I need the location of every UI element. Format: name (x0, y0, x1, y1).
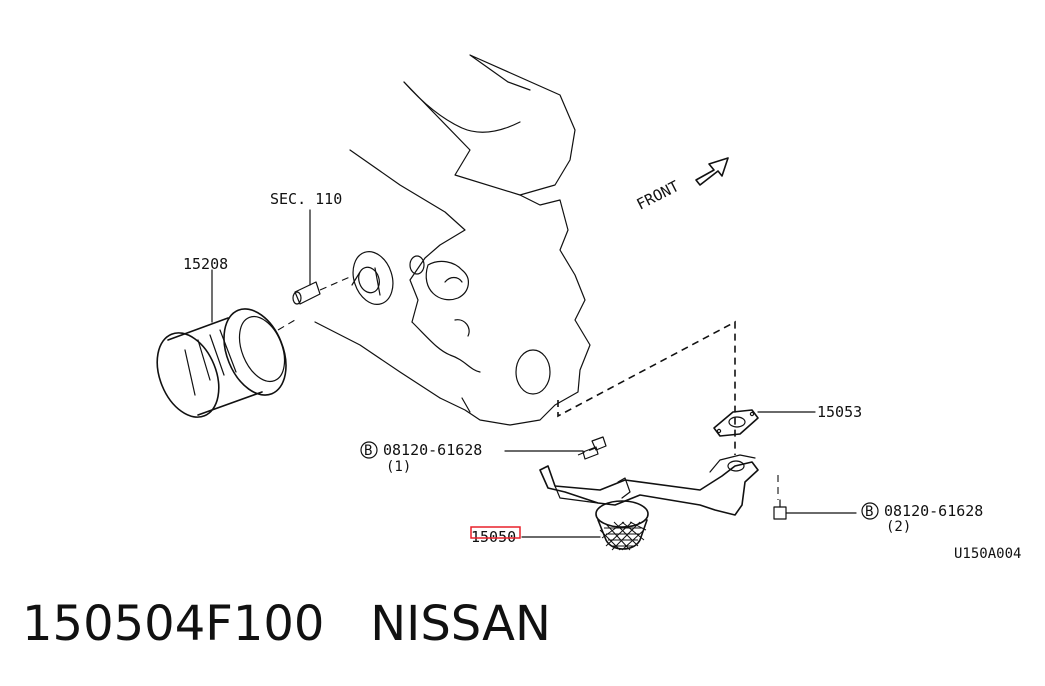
bolt-lower (773, 499, 857, 520)
bolt-marker-lower-icon: B (861, 502, 879, 520)
bolt-marker-lower-letter: B (865, 504, 873, 520)
bolt-marker-upper-icon: B (360, 441, 378, 459)
strainer-pipe (521, 454, 759, 551)
oil-filter (156, 269, 296, 418)
gasket (713, 409, 816, 437)
part-caption: 150504F100 NISSAN (22, 596, 551, 652)
callout-bolt-lower-qty: (2) (886, 519, 911, 535)
callout-15050-highlight (470, 526, 521, 539)
callout-15050: 15050 (471, 528, 516, 546)
engine-block (314, 54, 591, 426)
callout-15208: 15208 (183, 255, 228, 273)
callout-bolt-upper-qty: (1) (386, 459, 411, 475)
sec-110-label: SEC. 110 (270, 190, 342, 208)
callout-bolt-lower-number: 08120-61628 (884, 502, 983, 520)
bolt-marker-upper-letter: B (364, 443, 372, 459)
callout-bolt-upper-number: 08120-61628 (383, 441, 482, 459)
front-label: FRONT (634, 177, 682, 214)
filter-mount (351, 251, 394, 305)
callout-15053: 15053 (817, 403, 862, 421)
brand-name: NISSAN (370, 596, 551, 652)
front-arrow-icon (695, 157, 729, 186)
connector-stud (292, 209, 353, 305)
figure-code: U150A004 (954, 546, 1021, 562)
part-number: 150504F100 (22, 596, 325, 652)
bolt-upper (504, 436, 607, 460)
